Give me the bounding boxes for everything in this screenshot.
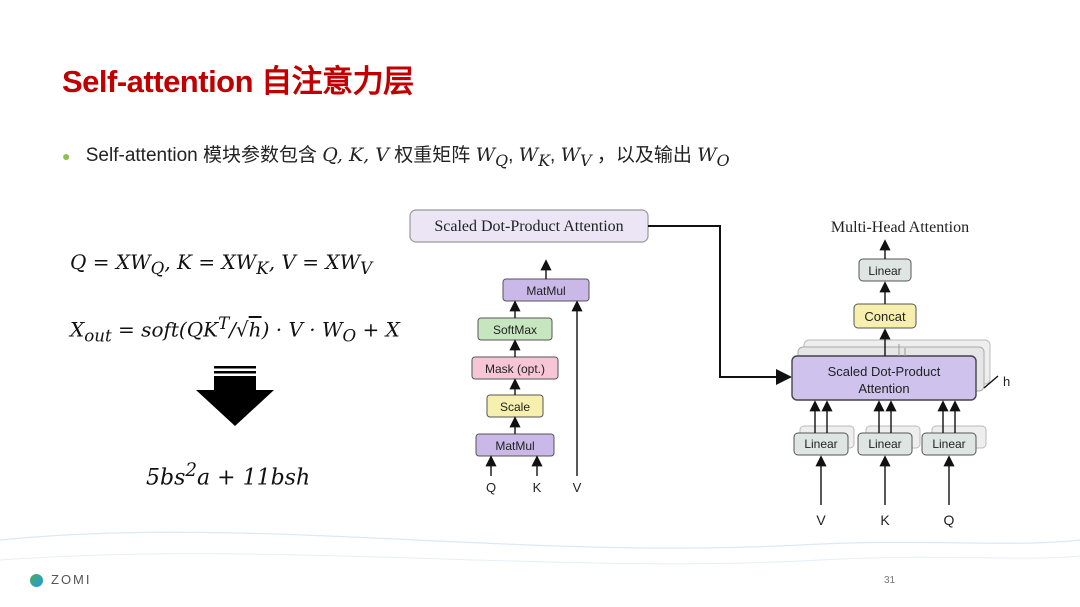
left-input-v: V [573, 480, 582, 495]
linear-q-label: Linear [932, 437, 965, 451]
equation-qkv: Q = XWQ, K = XWK, V = XWV [70, 250, 373, 278]
right-input-q: Q [944, 512, 955, 528]
scale-label: Scale [500, 400, 530, 414]
footer-logo-text: ZOMI [51, 572, 92, 587]
sdpa-block-line1: Scaled Dot-Product [828, 364, 941, 379]
bullet-suffix: ，以及输出 [596, 145, 692, 166]
mha-title: Multi-Head Attention [831, 219, 969, 236]
footer-logo: ZOMI [30, 572, 92, 588]
slide-title: Self-attention 自注意力层 [62, 64, 414, 99]
bullet-qkv: Q, K, V [322, 144, 389, 166]
bullet-wk: WK [518, 144, 551, 170]
down-arrow-icon [196, 366, 274, 426]
bullet-prefix: Self-attention 模块参数包含 [85, 145, 317, 166]
h-label: h [1003, 374, 1010, 389]
linear-v-box [793, 432, 849, 456]
bullet-wq: WQ [475, 144, 509, 170]
linear-q-box [921, 432, 977, 456]
equation-flops: 5bs2a + 11bsh [146, 460, 311, 491]
linear-k-box [857, 432, 913, 456]
linear-k-label: Linear [868, 437, 901, 451]
page-number: 31 [884, 575, 896, 586]
mask-label: Mask (opt.) [485, 362, 545, 376]
sdpa-connector-arrow [648, 225, 792, 385]
bullet-wv: WV [560, 144, 592, 170]
equation-xout: Xout = soft(QKT/√h) · V · WO + X [70, 314, 400, 346]
bullet-dot-icon: ● [62, 147, 71, 164]
bullet-mid: 权重矩阵 [394, 145, 471, 166]
sdpa-block [791, 355, 977, 401]
right-input-k: K [880, 512, 890, 528]
matmul-bottom-label: MatMul [495, 439, 534, 453]
sdpa-block-line2: Attention [858, 381, 909, 396]
left-input-q: Q [486, 480, 496, 495]
linear-v-label: Linear [804, 437, 837, 451]
sdpa-title-label: Scaled Dot-Product Attention [434, 218, 623, 235]
bullet-point: ● Self-attention 模块参数包含 Q, K, V 权重矩阵 WQ,… [62, 144, 730, 170]
left-input-k: K [533, 480, 542, 495]
softmax-label: SoftMax [493, 323, 537, 337]
matmul-top-label: MatMul [526, 284, 565, 298]
zomi-logo-icon [30, 574, 43, 588]
bullet-wo: WO [697, 144, 730, 170]
concat-label: Concat [864, 309, 906, 324]
mha-linear-top-label: Linear [868, 264, 901, 278]
right-input-v: V [816, 512, 826, 528]
